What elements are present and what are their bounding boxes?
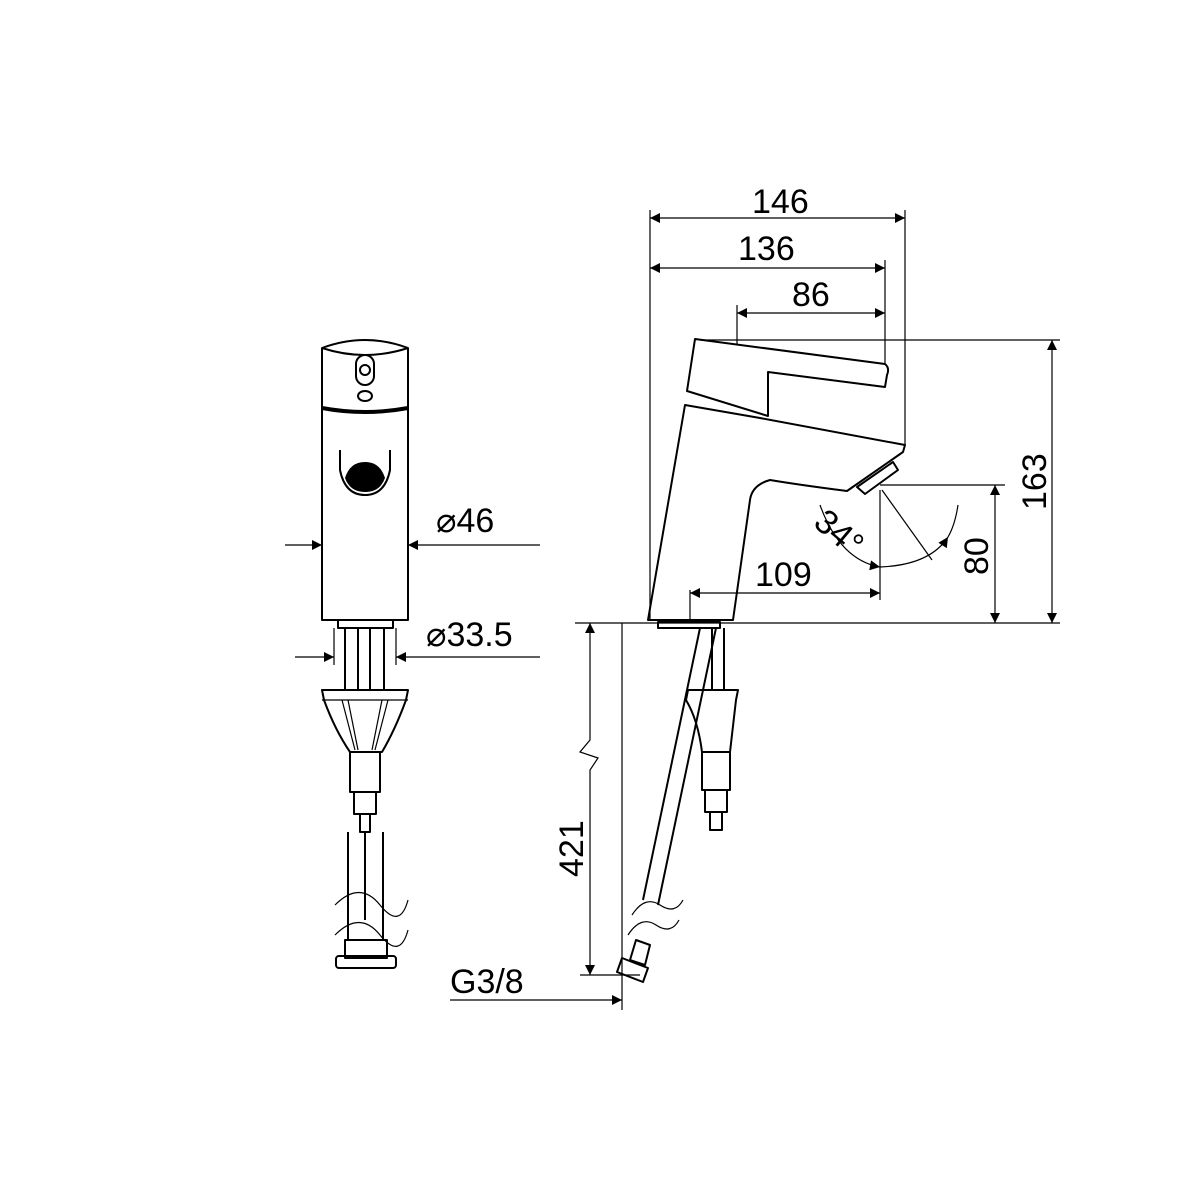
dim-421-line (578, 623, 599, 975)
fitting-side (704, 789, 728, 813)
fitting-tip-side (709, 811, 723, 831)
dim-diameter-shank: ⌀33.5 (426, 616, 513, 654)
lever-knob (357, 390, 373, 402)
aerator (345, 462, 385, 492)
base-side (657, 621, 721, 629)
lever-hole (359, 364, 371, 376)
spray-angle-line (881, 489, 933, 561)
hose-nuts (335, 955, 397, 969)
lever-end (355, 354, 375, 386)
hose-fitting-side (616, 939, 651, 983)
side-view: 146 136 86 109 163 80 421 34° G3/8 (450, 183, 1060, 1010)
fitting-tip (359, 813, 371, 833)
dim-width-spout: 136 (738, 230, 795, 268)
shanks (344, 628, 385, 690)
body-side (647, 404, 906, 621)
dim-diameter-body: ⌀46 (436, 502, 494, 540)
dim-width-overall: 146 (752, 183, 809, 221)
hose-fittings (344, 939, 388, 959)
nut-side (701, 751, 731, 791)
dim-spout-angle: 34° (807, 502, 871, 564)
angle-arc-left (819, 504, 881, 571)
base-ring (337, 619, 394, 629)
cap-seam (321, 406, 409, 414)
extension-lines (575, 210, 1060, 1010)
aerator-side (856, 461, 899, 495)
fitting (353, 791, 377, 815)
hoses (347, 832, 384, 940)
angle-arc-end (947, 504, 959, 538)
spout-front (339, 450, 391, 496)
nut (349, 751, 381, 793)
front-view: ⌀46 ⌀33.5 (285, 339, 540, 969)
connection-thread-label: G3/8 (450, 963, 524, 1001)
dim-spout-reach: 109 (755, 556, 812, 594)
body-outline (321, 339, 409, 621)
bracket-detail (322, 699, 408, 751)
dim-spout-height: 80 (958, 537, 996, 575)
dim-width-lever: 86 (792, 276, 830, 314)
break-lines-side (627, 899, 684, 936)
cap-top (321, 347, 409, 356)
break-lines (334, 891, 409, 947)
lever-handle (686, 338, 890, 417)
dim-height-overall: 163 (1016, 453, 1054, 510)
angle-arc-right (879, 536, 949, 568)
dim-hose-length: 421 (553, 820, 591, 877)
shank-side (711, 628, 725, 690)
mounting-bracket (321, 689, 409, 753)
hose-side (642, 627, 717, 906)
bracket-side (685, 689, 739, 753)
